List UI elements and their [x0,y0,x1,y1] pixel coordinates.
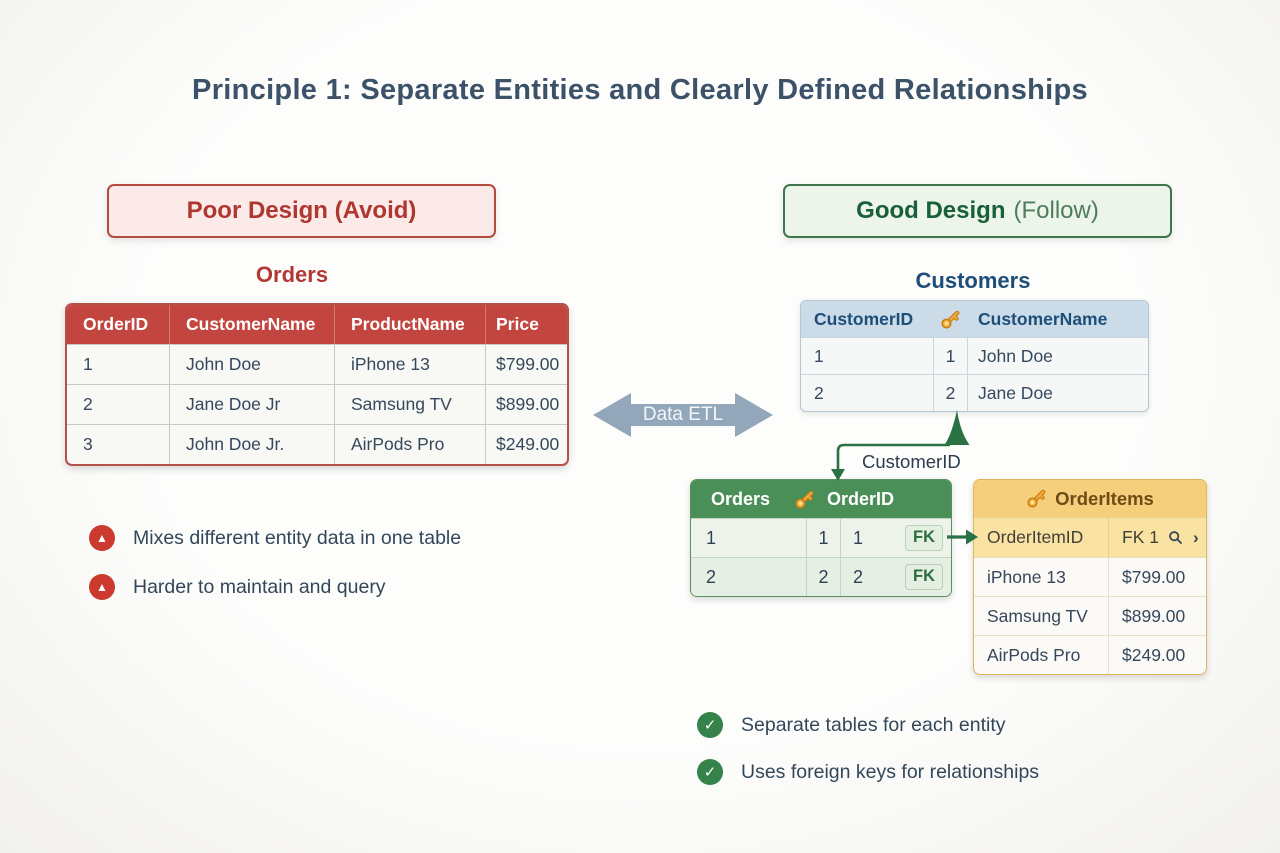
orderitems-subheader-row: OrderItemID FK 1 › [974,517,1206,557]
table-row: 3 John Doe Jr. AirPods Pro $249.00 [67,424,567,464]
cell: 1 [933,338,968,374]
column-header: ProductName [335,305,486,344]
issue-text: Harder to maintain and query [133,575,386,598]
column-header: CustomerName [978,308,1108,329]
cell: 1 [706,527,717,548]
column-header: OrderID [67,305,170,344]
customers-header-row: CustomerID CustomerName [801,301,1148,337]
column-header: OrderItemID [987,527,1084,547]
cell-value: 2 [853,566,864,587]
cell: John Doe Jr. [170,425,335,464]
poor-table-header-row: OrderID CustomerName ProductName Price [67,305,567,344]
cell: $249.00 [496,434,560,454]
cell-value: 1 [853,527,864,548]
double-arrow-icon [593,393,773,437]
cell: 2 [933,375,968,411]
poor-orders-table: OrderID CustomerName ProductName Price 1… [65,303,569,466]
table-row: 1 1 John Doe [801,337,1148,374]
cell: $799.00 [1108,558,1204,596]
magnifier-icon [1169,530,1182,544]
cell: John Doe [978,345,1053,366]
check-icon: ✓ [697,759,723,785]
cell: $899.00 [1108,597,1204,635]
primary-key-column: OrderID [827,488,895,509]
cell: 2 [67,385,170,424]
good-benefit-item: ✓ Separate tables for each entity [697,712,1006,738]
table-row: 2 Jane Doe Jr Samsung TV $899.00 [67,384,567,424]
cell: Jane Doe Jr [170,385,335,424]
cell: 2 FK [841,558,951,596]
key-icon [941,310,960,329]
benefit-text: Uses foreign keys for relationships [741,760,1040,783]
good-benefit-item: ✓ Uses foreign keys for relationships [697,759,1039,785]
table-name: OrderItems [1055,487,1154,509]
good-design-badge-label: Good Design [856,197,1006,224]
key-icon-cell [933,301,968,337]
cell: AirPods Pro [335,425,486,464]
cell: 1 FK [841,519,951,557]
cell: iPhone 13 [335,345,486,384]
table-row: AirPods Pro $249.00 [974,635,1206,674]
customers-table: CustomerID CustomerName 1 [800,300,1149,412]
cell: AirPods Pro [987,644,1081,665]
key-icon [1027,489,1046,508]
table-row: Samsung TV $899.00 [974,596,1206,635]
fk-ref-label: FK 1 [1122,527,1159,547]
cell: 2 [706,566,717,587]
table-row: 1 1 1 FK [691,518,951,557]
chevron-right-icon: › [1192,528,1199,547]
good-design-badge-sublabel: (Follow) [1013,197,1099,224]
good-design-badge: Good Design (Follow) [783,184,1172,238]
check-icon: ✓ [697,712,723,738]
poor-table-title: Orders [255,262,329,287]
table-row: 2 2 2 FK [691,557,951,596]
fk-badge: FK [905,525,943,551]
cell: iPhone 13 [987,566,1066,587]
table-row: iPhone 13 $799.00 [974,557,1206,596]
etl-arrow-label: Data ETL [642,404,724,425]
table-row: 1 John Doe iPhone 13 $799.00 [67,344,567,384]
column-header: CustomerID [814,308,914,329]
cell: $249.00 [1108,636,1204,674]
benefit-text: Separate tables for each entity [741,713,1006,736]
cell: Jane Doe [978,382,1053,403]
cell: Samsung TV [335,385,486,424]
fk-column-header: FK 1 › [1108,518,1204,557]
table-name: Orders [711,488,771,509]
arrowhead-up [944,410,970,445]
good-orders-table: Orders OrderID 1 1 1 FK [690,479,952,597]
poor-design-badge: Poor Design (Avoid) [107,184,496,238]
fk-badge: FK [905,564,943,590]
cell: $899.00 [496,394,560,414]
cell: 1 [806,519,841,557]
cell: $799.00 [496,354,560,374]
orderitems-table: OrderItems OrderItemID FK 1 › iPhone 13 … [973,479,1207,675]
poor-design-badge-label: Poor Design (Avoid) [186,197,417,224]
poor-issue-item: ▲ Mixes different entity data in one tab… [89,525,461,551]
cell: 2 [806,558,841,596]
column-header: CustomerName [170,305,335,344]
cell: 1 [67,345,170,384]
customers-table-title: Customers [915,268,1031,293]
orders-header-row: Orders OrderID [691,480,951,518]
cell: Samsung TV [987,605,1088,626]
cell: 3 [67,425,170,464]
table-row: 2 2 Jane Doe [801,374,1148,411]
warning-icon: ▲ [89,574,115,600]
column-header: Price [496,314,539,334]
poor-issue-item: ▲ Harder to maintain and query [89,574,386,600]
cell: 2 [814,382,824,403]
key-icon [795,490,814,509]
page-title: Principle 1: Separate Entities and Clear… [192,74,1088,106]
cell: John Doe [170,345,335,384]
orderitems-header-row: OrderItems [974,480,1206,517]
issue-text: Mixes different entity data in one table [133,526,462,549]
relationship-label: CustomerID [862,451,961,472]
warning-icon: ▲ [89,525,115,551]
cell: 1 [814,345,824,366]
